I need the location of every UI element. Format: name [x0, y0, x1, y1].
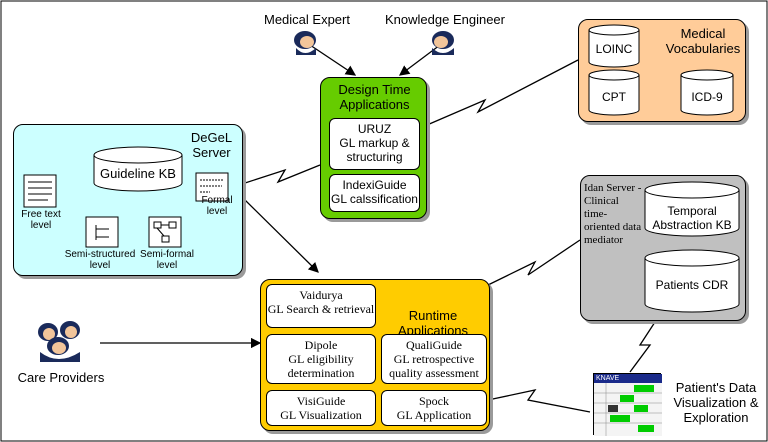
dipole-box: Dipole GL eligibility determination [266, 334, 376, 384]
icd9-cylinder-icon [680, 69, 734, 116]
care-providers-label: Care Providers [17, 370, 105, 385]
semi-formal-document-icon [148, 216, 182, 248]
degel-server-box: DeGeL Server [13, 124, 243, 276]
uruz-name: URUZ [357, 122, 392, 136]
idan-to-knave-link [629, 321, 656, 373]
knave-window: KNAVE [593, 373, 662, 436]
free-text-document-icon [23, 174, 57, 208]
guideline-kb-cylinder-icon [93, 146, 183, 192]
uruz-box: URUZ GL markup & structuring [329, 118, 420, 170]
loinc-label: LOINC [595, 42, 633, 56]
care-providers-icon [38, 321, 80, 362]
runtime-to-idan-link [487, 239, 581, 286]
design-to-vocab-link [426, 59, 579, 126]
spock-desc: GL Application [396, 408, 472, 422]
dipole-desc: GL eligibility determination [287, 352, 355, 380]
knowledge-engineer-label: Knowledge Engineer [385, 12, 505, 27]
vaidurya-desc: GL Search & retrieval [267, 302, 375, 316]
design-time-title: Design Time Applications [338, 82, 411, 112]
guideline-kb-label: Guideline KB [100, 166, 176, 181]
dipole-name: Dipole [304, 338, 338, 352]
visiguide-desc: GL Visualization [280, 408, 362, 422]
knave-grid-icon [594, 383, 662, 436]
semi-structured-label: Semi-structured level [64, 249, 136, 271]
idan-title: Idan Server - Clinical time-oriented dat… [584, 182, 642, 246]
medical-expert-label: Medical Expert [264, 12, 350, 27]
expert-to-design-arrow [309, 44, 357, 76]
temporal-kb-label: Temporal Abstraction KB [652, 204, 732, 232]
formal-document-icon [195, 172, 229, 202]
icd9-label: ICD-9 [691, 90, 723, 104]
semi-structured-document-icon [85, 216, 119, 248]
indexiguide-name: IndexiGuide [342, 178, 407, 192]
patients-cdr-label: Patients CDR [655, 278, 729, 292]
runtime-applications-box: Runtime Applications Vaidurya GL Search … [260, 279, 490, 431]
engineer-to-design-arrow [398, 44, 441, 76]
vaidurya-box: Vaidurya GL Search & retrieval [266, 284, 376, 328]
qualiguide-box: QualiGuide GL retrospective quality asse… [381, 334, 487, 384]
free-text-label: Free text level [21, 209, 61, 231]
cpt-cylinder-icon [588, 69, 640, 116]
spock-name: Spock [419, 394, 449, 408]
qualiguide-desc: GL retrospective quality assessment [389, 352, 479, 380]
qualiguide-name: QualiGuide [406, 338, 462, 352]
degel-title: DeGeL Server [190, 130, 233, 160]
knowledge-engineer-icon [432, 31, 454, 55]
idan-server-box: Idan Server - Clinical time-oriented dat… [580, 175, 746, 321]
patients-cdr-cylinder-icon [644, 249, 740, 313]
vocab-title: Medical Vocabularies [665, 26, 741, 56]
medical-expert-icon [294, 31, 316, 55]
formal-label: Formal level [201, 195, 233, 217]
indexiguide-desc: GL calssification [331, 192, 418, 206]
uruz-desc: GL markup & structuring [339, 136, 410, 164]
knave-caption: Patient's Data Visualization & Explorati… [673, 380, 759, 425]
degel-to-runtime-arrow [244, 199, 319, 273]
temporal-kb-cylinder-icon [644, 181, 740, 237]
indexiguide-box: IndexiGuide GL calssification [329, 174, 420, 212]
knave-title-bar: KNAVE [594, 374, 662, 383]
spock-box: Spock GL Application [381, 390, 487, 426]
cpt-label: CPT [602, 90, 626, 104]
medical-vocabularies-box: Medical Vocabularies LOINC CPT ICD-9 [578, 19, 746, 122]
design-time-box: Design Time Applications URUZ GL markup … [320, 77, 427, 219]
degel-to-design-link [244, 164, 321, 184]
semi-formal-label: Semi-formal level [140, 249, 194, 271]
visiguide-box: VisiGuide GL Visualization [266, 390, 376, 426]
visiguide-name: VisiGuide [296, 394, 346, 408]
loinc-cylinder-icon [588, 24, 640, 68]
runtime-to-knave-link [487, 389, 591, 413]
vaidurya-name: Vaidurya [299, 288, 343, 302]
